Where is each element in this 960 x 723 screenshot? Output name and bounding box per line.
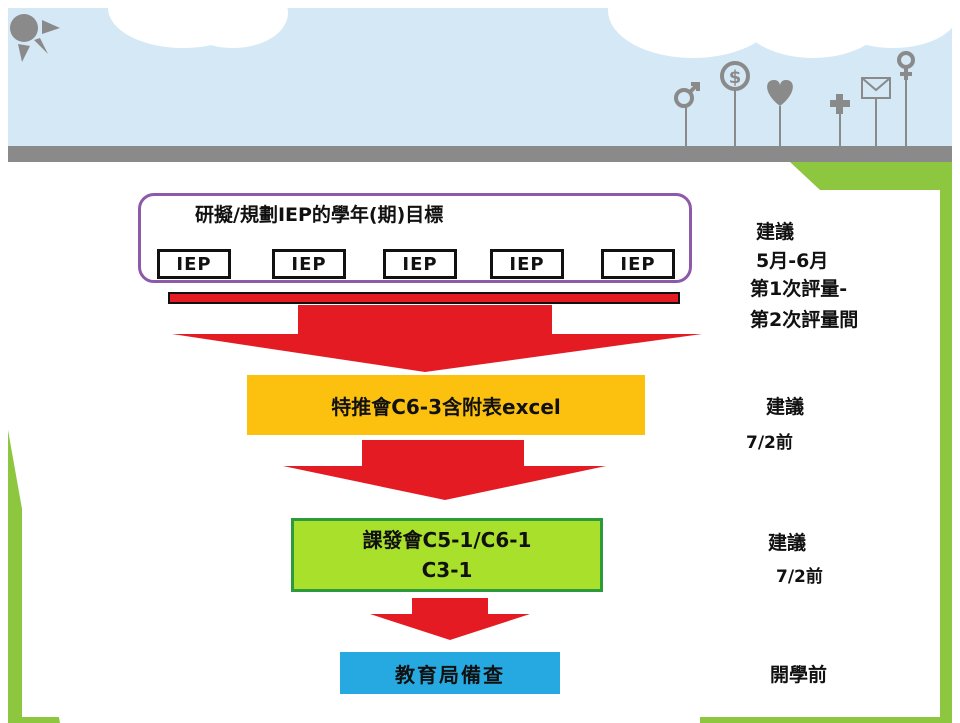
mail-icon — [861, 77, 891, 146]
note-1-line3: 第1次評量- — [750, 278, 848, 300]
step-c5-1: 課發會C5-1/C6-1 C3-1 — [291, 518, 603, 592]
heart-icon — [767, 80, 793, 146]
iep-box: IEP — [157, 249, 231, 279]
note-4-line1: 開學前 — [770, 664, 828, 686]
male-icon — [674, 82, 700, 146]
step-c5-1-line2: C3-1 — [421, 558, 473, 582]
iep-box: IEP — [601, 249, 675, 279]
header-banner: $ — [8, 8, 952, 146]
note-3-line1: 建議 — [768, 532, 807, 554]
header-divider — [8, 146, 952, 162]
sun-icon — [10, 14, 60, 62]
header-icons: $ — [10, 14, 915, 146]
note-1-line2: 5月-6月 — [756, 250, 829, 272]
iep-box: IEP — [490, 249, 564, 279]
dollar-icon: $ — [720, 61, 750, 146]
step-c6-3: 特推會C6-3含附表excel — [247, 375, 645, 435]
note-3-line2: 7/2前 — [776, 567, 823, 587]
plus-icon — [830, 94, 850, 146]
note-1-line1: 建議 — [756, 221, 795, 243]
note-2-line1: 建議 — [766, 396, 805, 418]
step-education-bureau: 教育局備查 — [340, 652, 560, 694]
arrow-2 — [283, 440, 606, 500]
iep-box: IEP — [272, 249, 346, 279]
step-c5-1-line1: 課發會C5-1/C6-1 — [362, 528, 532, 552]
arrow-3 — [370, 598, 530, 640]
svg-text:$: $ — [729, 67, 742, 88]
red-strip — [168, 292, 680, 304]
female-icon — [897, 51, 915, 146]
note-1-line4: 第2次評量間 — [750, 309, 859, 331]
note-2-line2: 7/2前 — [746, 433, 793, 453]
goal-title: 研擬/規劃IEP的學年(期)目標 — [195, 204, 444, 226]
arrow-1 — [172, 305, 702, 372]
iep-box: IEP — [383, 249, 457, 279]
